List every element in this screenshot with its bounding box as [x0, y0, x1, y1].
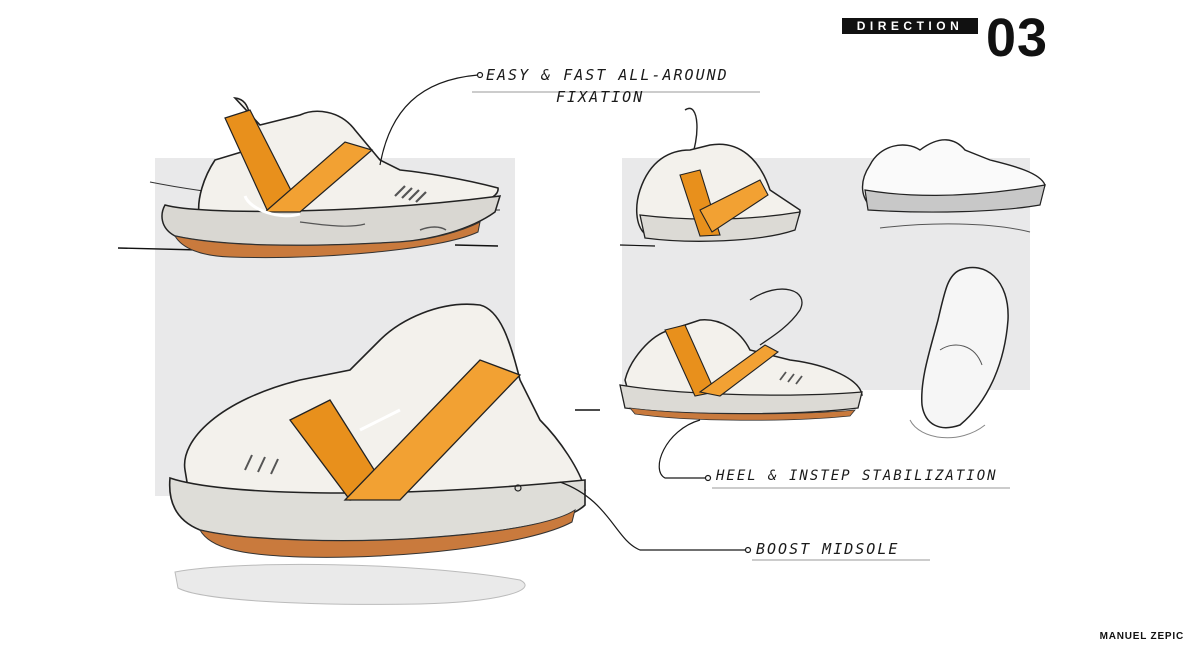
shoe-sketch-rear-view — [619, 107, 801, 247]
leader-dot-fixation — [476, 71, 484, 79]
shoe-sketch-top-view — [909, 266, 1009, 439]
callout-midsole: BOOST MIDSOLE — [756, 540, 900, 558]
leader-line-stabilization — [658, 419, 705, 479]
direction-label: DIRECTION — [842, 18, 978, 34]
callout-fixation-line1: EASY & FAST ALL-AROUND — [486, 66, 729, 84]
leader-dot-midsole — [744, 546, 752, 554]
shoe-sketch-outline-view — [861, 139, 1046, 233]
shoe-sketch-side-view — [117, 96, 502, 259]
callout-stabilization: HEEL & INSTEP STABILIZATION — [716, 468, 998, 484]
leader-line-fixation — [379, 74, 479, 166]
leader-dot-stabilization — [704, 474, 712, 482]
shoe-sketch-side-view-small — [619, 288, 863, 421]
shoe-sketch-three-quarter-view — [168, 303, 600, 605]
author-credit: MANUEL ZEPIC — [1099, 631, 1184, 642]
callout-fixation-line2: FIXATION — [556, 88, 645, 106]
direction-number: 03 — [986, 8, 1049, 68]
leader-line-midsole — [559, 481, 745, 551]
